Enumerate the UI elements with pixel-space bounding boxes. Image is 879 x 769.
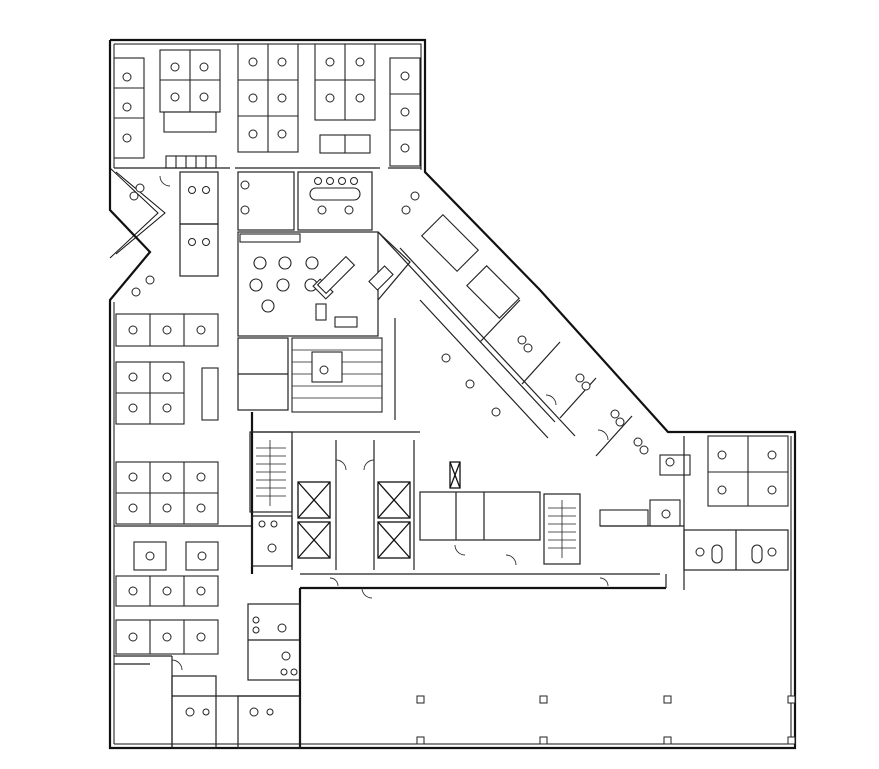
structural-columns: [416, 695, 796, 745]
southwest-offices: [114, 603, 301, 749]
building-core: [249, 412, 667, 748]
cafe-round-tables: [249, 256, 319, 313]
north-workstations: [113, 43, 421, 169]
elevators-west: [297, 481, 331, 559]
exterior-walls: [108, 38, 797, 750]
conference-rooms: [420, 213, 520, 319]
west-workstations: [114, 313, 252, 655]
east-offices: [599, 435, 789, 590]
stairwell-west: [249, 431, 293, 513]
stairwell-east: [543, 493, 581, 565]
restrooms-upper: [237, 337, 383, 413]
north-private-offices: [129, 171, 373, 297]
diagonal-wing: [377, 191, 649, 457]
cafe-area: [237, 231, 411, 337]
elevators-east: [377, 481, 411, 559]
